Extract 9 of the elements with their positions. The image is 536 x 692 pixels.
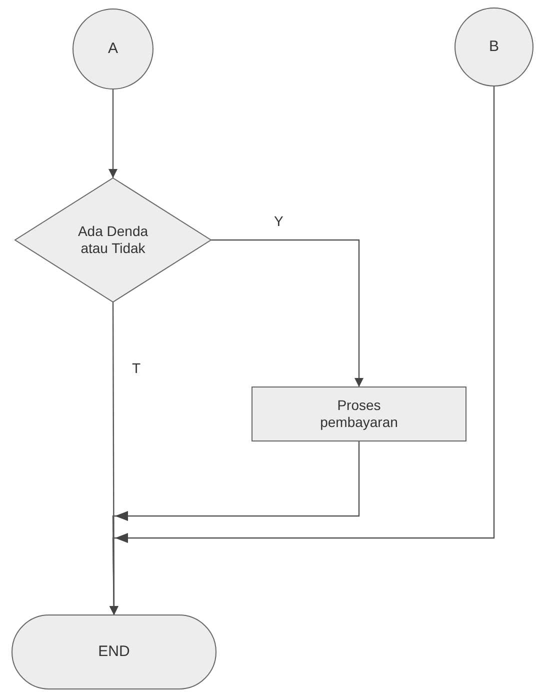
node-label: Proses pembayaran: [319, 397, 399, 431]
node-label: Ada Denda atau Tidak: [76, 223, 150, 257]
connector-circle: [73, 9, 153, 89]
connector-circle: [455, 8, 533, 86]
process-box: [252, 387, 466, 441]
node-label: END: [98, 643, 130, 661]
node-label: B: [488, 38, 499, 56]
node-label: A: [108, 40, 118, 58]
decision-diamond: [15, 178, 211, 302]
